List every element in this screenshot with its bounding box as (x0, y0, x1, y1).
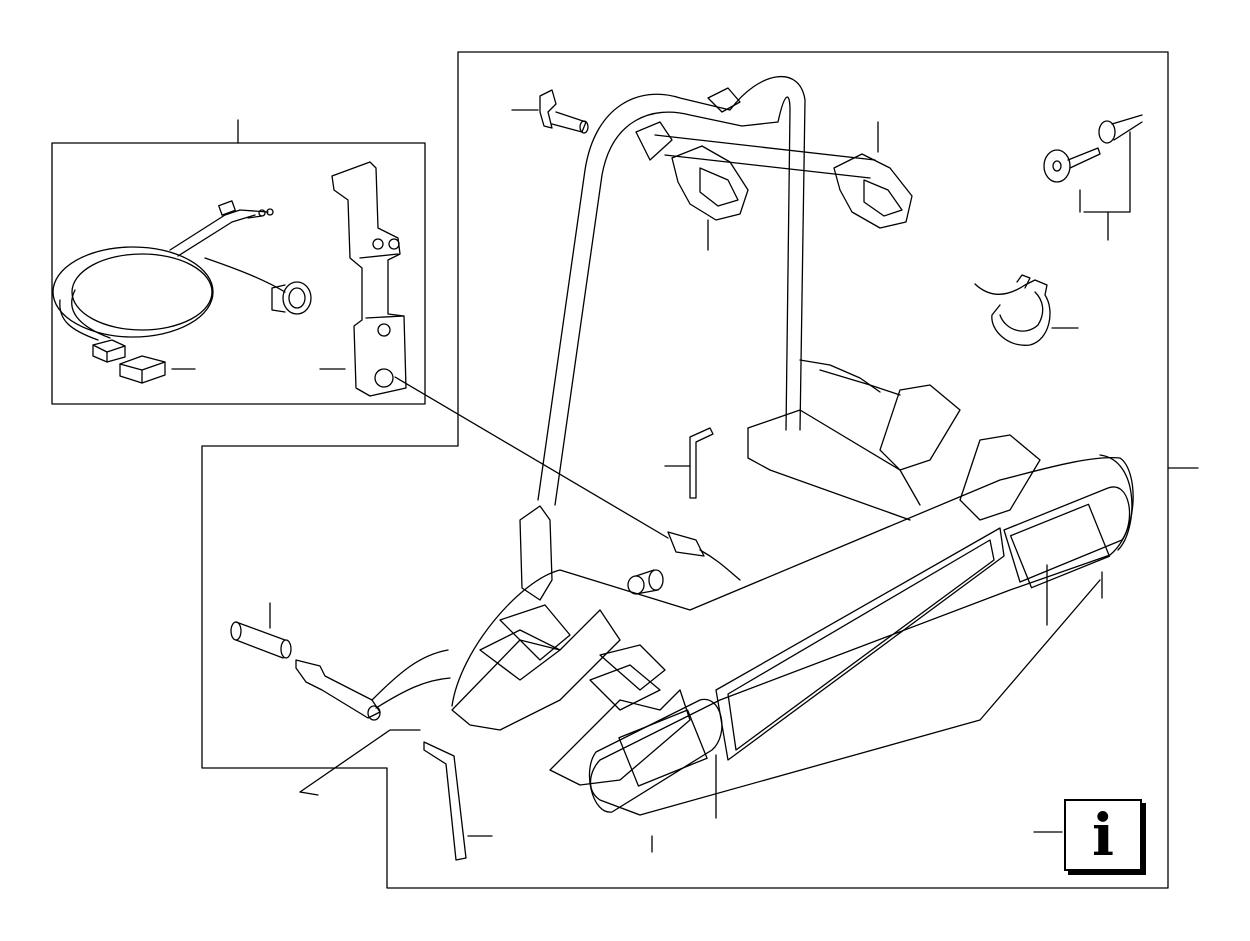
connector-plug (271, 281, 312, 315)
number-plate-holder (715, 527, 1005, 761)
wheel-tray-left (451, 604, 621, 731)
wheel-clamp-right (833, 121, 913, 229)
bike-carrier (451, 76, 1134, 816)
harness-socket (667, 531, 741, 581)
base-platform (451, 456, 1134, 816)
allen-key-small (689, 427, 714, 499)
arch-frame (537, 76, 806, 501)
wheel-clamp-left (635, 121, 749, 251)
info-icon: i (1091, 801, 1115, 869)
tail-light-right (1003, 486, 1131, 589)
leader-inset-socket (394, 376, 669, 539)
mounting-bracket (331, 161, 407, 397)
allen-key-large (423, 741, 467, 861)
strap-clip (974, 274, 1051, 346)
locking-pin (295, 659, 381, 721)
wing-screw (539, 89, 589, 134)
lock-cylinder (1098, 114, 1143, 144)
tail-light-left (588, 698, 723, 813)
wiring-kit-inset (51, 119, 426, 405)
wheel-tray-right (549, 644, 691, 786)
wiring-harness (52, 200, 312, 384)
bike-holder-upper (799, 359, 1041, 521)
spacer-tube (627, 569, 664, 595)
locking-tube (230, 621, 292, 659)
main-frame-outline (201, 51, 1169, 889)
key (1043, 147, 1101, 183)
info-badge: i (1064, 799, 1142, 871)
